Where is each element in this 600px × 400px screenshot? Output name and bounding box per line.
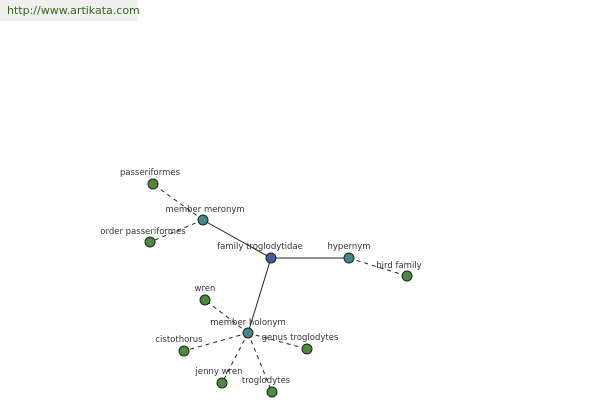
graph-nodes <box>144 178 413 398</box>
node-wren[interactable] <box>199 294 211 306</box>
node-label-passeriformes[interactable]: passeriformes <box>120 168 181 178</box>
edge-member-holonym-to-cistothorus <box>183 332 249 352</box>
edge-member-meronym-to-order-passeriformes <box>149 219 204 243</box>
node-cistothorus[interactable] <box>178 345 190 357</box>
edge-family-troglodytidae-to-member-holonym <box>247 257 272 334</box>
node-genus-troglodytes[interactable] <box>301 343 313 355</box>
node-bird-family[interactable] <box>401 270 413 282</box>
edge-member-holonym-to-troglodytes <box>247 332 273 393</box>
node-member-meronym[interactable] <box>197 214 209 226</box>
edge-member-meronym-to-passeriformes <box>152 183 204 221</box>
edge-member-holonym-to-genus-troglodytes <box>247 332 308 350</box>
site-url-text[interactable]: http://www.artikata.com <box>7 4 140 17</box>
node-label-hypernym[interactable]: hypernym <box>327 242 370 252</box>
node-jenny-wren[interactable] <box>216 377 228 389</box>
node-passeriformes[interactable] <box>147 178 159 190</box>
site-url-header[interactable]: http://www.artikata.com <box>0 0 140 21</box>
edge-member-holonym-to-wren <box>204 299 249 334</box>
node-hypernym[interactable] <box>343 252 355 264</box>
node-member-holonym[interactable] <box>242 327 254 339</box>
node-label-member-holonym[interactable]: member holonym <box>210 318 285 328</box>
graph-edges <box>149 183 408 393</box>
node-label-family-troglodytidae[interactable]: family troglodytidae <box>217 242 303 252</box>
node-troglodytes[interactable] <box>266 386 278 398</box>
node-label-bird-family[interactable]: bird family <box>376 261 421 271</box>
edge-family-troglodytidae-to-member-meronym <box>202 219 272 259</box>
node-label-troglodytes[interactable]: troglodytes <box>242 376 291 386</box>
node-family-troglodytidae[interactable] <box>265 252 277 264</box>
node-label-order-passeriformes[interactable]: order passeriformes <box>100 227 186 237</box>
node-label-genus-troglodytes[interactable]: genus troglodytes <box>262 333 339 343</box>
node-label-cistothorus[interactable]: cistothorus <box>155 335 203 345</box>
edge-hypernym-to-bird-family <box>348 257 408 277</box>
node-order-passeriformes[interactable] <box>144 236 156 248</box>
node-label-member-meronym[interactable]: member meronym <box>165 205 244 215</box>
node-label-wren[interactable]: wren <box>195 284 216 294</box>
node-label-jenny-wren[interactable]: jenny wren <box>195 367 243 377</box>
graph-labels: family troglodytidae member meronym hypern… <box>100 168 421 386</box>
edge-member-holonym-to-jenny-wren <box>221 332 249 384</box>
